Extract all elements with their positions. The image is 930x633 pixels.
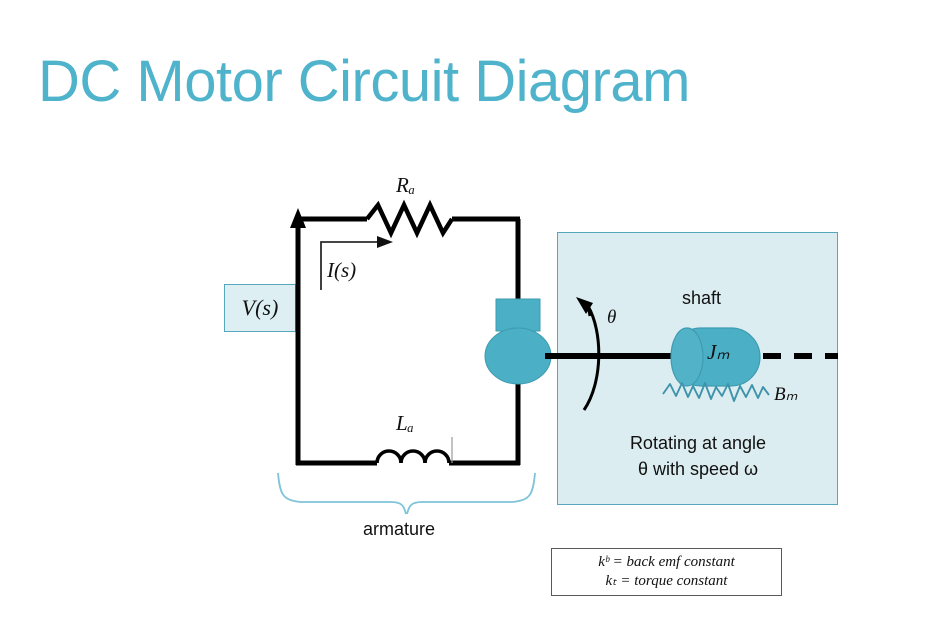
rotation-note-line-2: θ with speed ω xyxy=(637,459,759,480)
inductor-label: Lₐ xyxy=(396,411,414,435)
damper-squiggle-icon xyxy=(662,382,770,402)
armature-label: armature xyxy=(363,519,436,539)
rotation-arrow-icon xyxy=(576,297,601,411)
resistor-label: Rₐ xyxy=(396,173,415,197)
constants-legend-box: kᵇ = back emf constant kₜ = torque const… xyxy=(551,548,782,596)
current-direction-arrowhead xyxy=(290,208,306,228)
legend-line-back-emf: kᵇ = back emf constant xyxy=(598,554,735,571)
damping-label: Bₘ xyxy=(774,384,798,405)
shaft-cylinder-icon xyxy=(670,327,761,387)
resistor-icon xyxy=(365,199,454,239)
page-title: DC Motor Circuit Diagram xyxy=(38,49,690,114)
armature-circuit-wires xyxy=(295,216,521,466)
inductor-icon xyxy=(375,449,451,464)
current-arrow-icon xyxy=(320,236,393,290)
legend-line-torque: kₜ = torque constant xyxy=(605,573,728,589)
curly-brace-icon xyxy=(277,472,536,515)
rotation-note-line-1: Rotating at angle xyxy=(629,433,767,453)
voltage-source-box: V(s) xyxy=(224,284,296,332)
rotation-note: Rotating at angle θ with speed ω xyxy=(589,430,807,482)
current-label: I(s) xyxy=(327,258,357,282)
inertia-label: Jₘ xyxy=(707,340,730,364)
voltage-source-label: V(s) xyxy=(241,295,279,320)
motor-icon xyxy=(484,298,552,385)
shaft-label: shaft xyxy=(682,288,722,308)
angle-label: θ xyxy=(607,307,617,328)
